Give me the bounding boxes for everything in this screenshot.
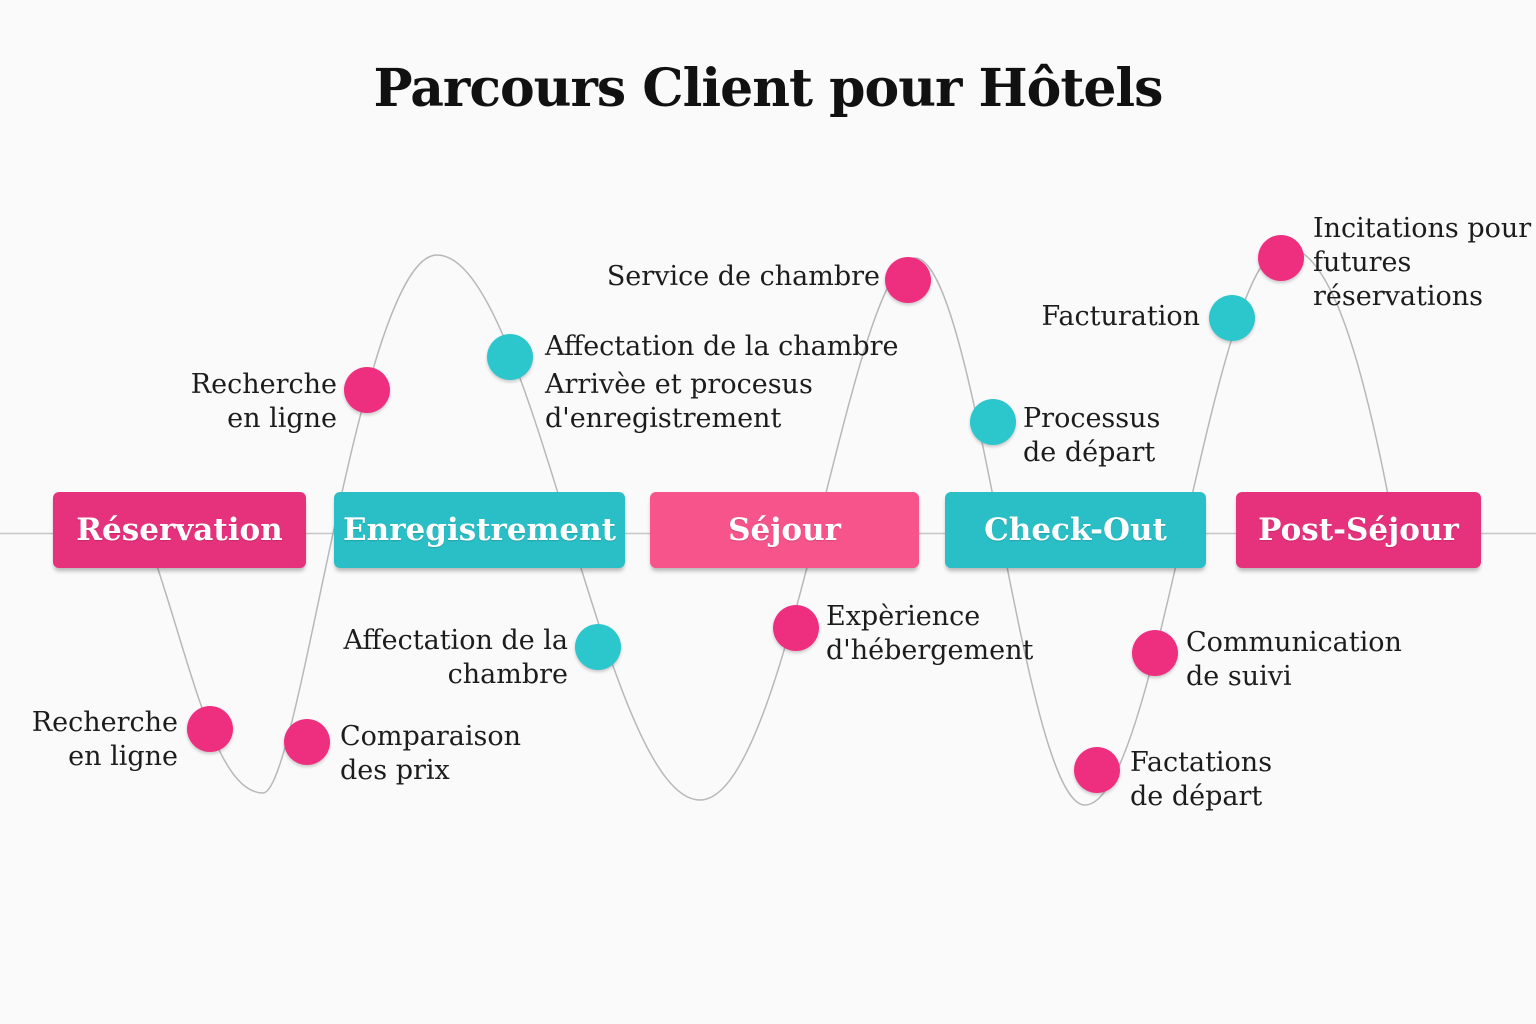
touchpoint-label-processus-depart: Processus de départ [1023, 403, 1161, 468]
touchpoint-label-incitations: Incitations pour futures réservations [1313, 213, 1532, 312]
touchpoint-label-experience-hebergement: Expèrience d'hébergement [826, 601, 1034, 666]
stage-label-post-sejour: Post-Séjour [1258, 512, 1459, 548]
touchpoint-dot-factations-depart [1074, 747, 1120, 793]
touchpoint-dot-recherche-en-ligne-bottom [187, 706, 233, 752]
page-title: Parcours Client pour Hôtels [373, 58, 1164, 119]
touchpoint-dot-processus-depart [970, 399, 1016, 445]
stage-box-reservation: Réservation [53, 492, 306, 568]
touchpoint-label-facturation: Facturation [1041, 301, 1201, 332]
stage-label-reservation: Réservation [76, 512, 283, 548]
touchpoint-label-affectation-chambre-bottom: Affectation de la chambre [343, 625, 568, 690]
touchpoint-dot-experience-hebergement [773, 605, 819, 651]
touchpoint-label-factations-depart: Factations de départ [1130, 747, 1273, 812]
stage-label-sejour: Séjour [728, 512, 841, 548]
stage-box-check-out: Check-Out [945, 492, 1206, 568]
touchpoint-label-affectation-chambre-top: Affectation de la chambre [545, 331, 899, 362]
stage-box-sejour: Séjour [650, 492, 919, 568]
touchpoint-dot-service-de-chambre [885, 257, 931, 303]
touchpoint-label-comparaison-des-prix: Comparaison des prix [340, 721, 522, 786]
stage-label-check-out: Check-Out [984, 512, 1167, 548]
touchpoint-label-recherche-en-ligne-top: Recherche en ligne [190, 369, 337, 434]
stage-label-enregistrement: Enregistrement [343, 512, 616, 548]
touchpoint-label-communication-suivi: Communication de suivi [1186, 627, 1402, 692]
touchpoint-label-service-de-chambre: Service de chambre [606, 261, 880, 292]
touchpoint-dot-affectation-chambre-bottom [575, 624, 621, 670]
touchpoint-dot-facturation [1209, 295, 1255, 341]
touchpoint-dot-affectation-chambre-top [487, 334, 533, 380]
touchpoint-label-recherche-en-ligne-bottom: Recherche en ligne [31, 707, 178, 772]
touchpoint-label-arrivee-procesus: Arrivèe et procesus d'enregistrement [545, 369, 813, 434]
touchpoint-dot-comparaison-des-prix [284, 719, 330, 765]
touchpoint-dot-recherche-en-ligne-top [344, 367, 390, 413]
touchpoint-dot-incitations [1258, 235, 1304, 281]
stage-box-enregistrement: Enregistrement [334, 492, 625, 568]
touchpoint-dot-communication-suivi [1132, 630, 1178, 676]
stage-box-post-sejour: Post-Séjour [1236, 492, 1481, 568]
